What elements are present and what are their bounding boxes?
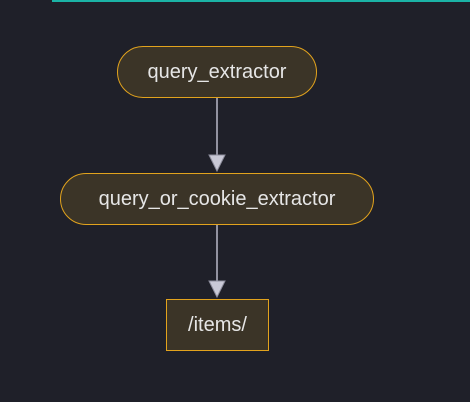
node-query-or-cookie-extractor[interactable]: query_or_cookie_extractor	[60, 173, 374, 225]
node-query-extractor[interactable]: query_extractor	[117, 46, 317, 98]
edge-arrowhead	[208, 154, 226, 173]
node-label: /items/	[188, 313, 247, 336]
node-label: query_extractor	[147, 60, 287, 83]
top-accent-bar	[52, 0, 470, 2]
edge-arrowhead	[208, 280, 226, 299]
node-items-endpoint[interactable]: /items/	[166, 299, 269, 351]
node-label: query_or_cookie_extractor	[98, 187, 336, 210]
